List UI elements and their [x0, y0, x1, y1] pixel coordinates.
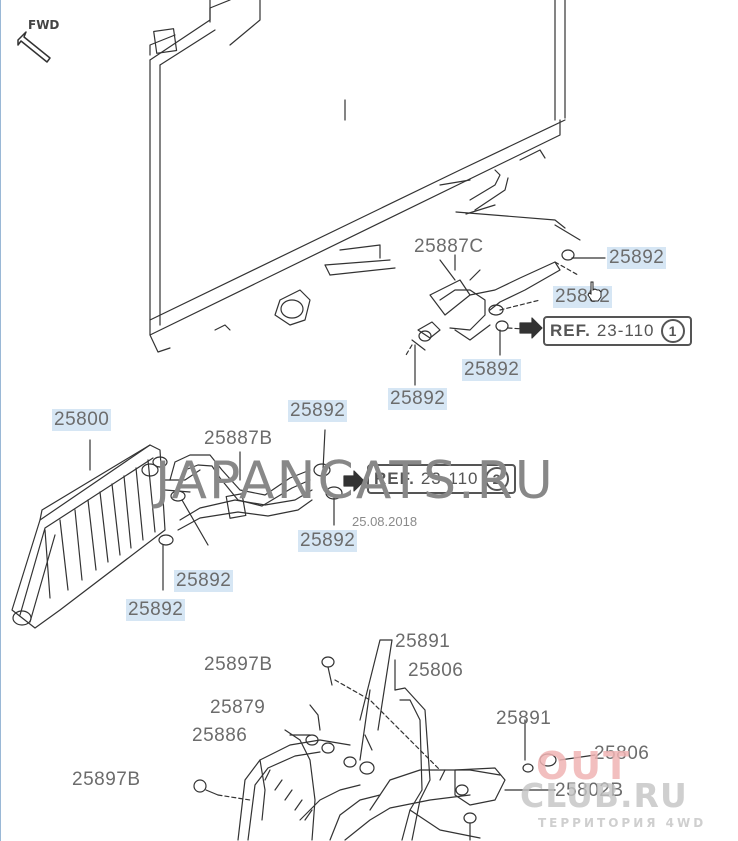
lower-bracket-assembly — [193, 639, 596, 841]
part-label-25887b[interactable]: 25887B — [204, 428, 273, 449]
ref-section: 23-110 — [596, 321, 655, 340]
part-label-25892[interactable]: 25892 — [288, 400, 348, 422]
logo-line2: CLUB.RU — [520, 776, 688, 815]
ref-prefix: REF. — [550, 321, 591, 340]
part-label-25886[interactable]: 25886 — [192, 725, 248, 746]
part-label-25806[interactable]: 25806 — [408, 660, 464, 681]
ref-circle-number: 1 — [660, 319, 685, 343]
part-label-25897b[interactable]: 25897B — [204, 654, 273, 675]
part-label-25892[interactable]: 25892 — [607, 247, 667, 269]
watermark: JAPANCATS.RU — [155, 451, 555, 511]
hand-pointer-icon — [587, 281, 602, 302]
oil-cooler-25800 — [11, 444, 201, 629]
ref-prefix: REF. — [374, 469, 415, 488]
part-label-25891[interactable]: 25891 — [496, 708, 552, 729]
part-label-25802b[interactable]: 25802B — [555, 780, 624, 801]
part-label-25892[interactable]: 25892 — [126, 599, 186, 621]
part-label-25892[interactable]: 25892 — [298, 530, 358, 552]
radiator-drawing — [149, 0, 566, 353]
part-label-25892[interactable]: 25892 — [174, 570, 234, 592]
part-label-25879[interactable]: 25879 — [210, 697, 266, 718]
part-label-25892[interactable]: 25892 — [462, 359, 522, 381]
part-label-25891[interactable]: 25891 — [395, 631, 451, 652]
site-logo: OUT CLUB.RU ТЕРРИТОРИЯ 4WD — [516, 744, 731, 834]
hose-assembly-25887b — [158, 429, 343, 591]
fwd-arrow-icon — [17, 31, 51, 63]
hose-assembly-25887c — [411, 211, 581, 351]
part-label-25892[interactable]: 25892 — [388, 388, 448, 410]
diagram-date: 25.08.2018 — [352, 514, 418, 529]
part-label-25897b[interactable]: 25897B — [72, 769, 141, 790]
part-label-25887c[interactable]: 25887C — [414, 236, 484, 257]
logo-line1: OUT — [536, 744, 632, 788]
ref-link-23-110-1[interactable]: REF. 23-110 1 — [543, 316, 692, 346]
fwd-label: FWD — [28, 18, 60, 32]
ref-section: 23-110 — [420, 469, 479, 488]
logo-line3: ТЕРРИТОРИЯ 4WD — [538, 816, 707, 830]
ref-circle-number: 2 — [484, 467, 509, 491]
left-border — [0, 0, 1, 841]
part-label-25800[interactable]: 25800 — [52, 409, 112, 431]
part-label-25806[interactable]: 25806 — [594, 743, 650, 764]
ref-link-23-110-2[interactable]: REF. 23-110 2 — [367, 464, 516, 494]
